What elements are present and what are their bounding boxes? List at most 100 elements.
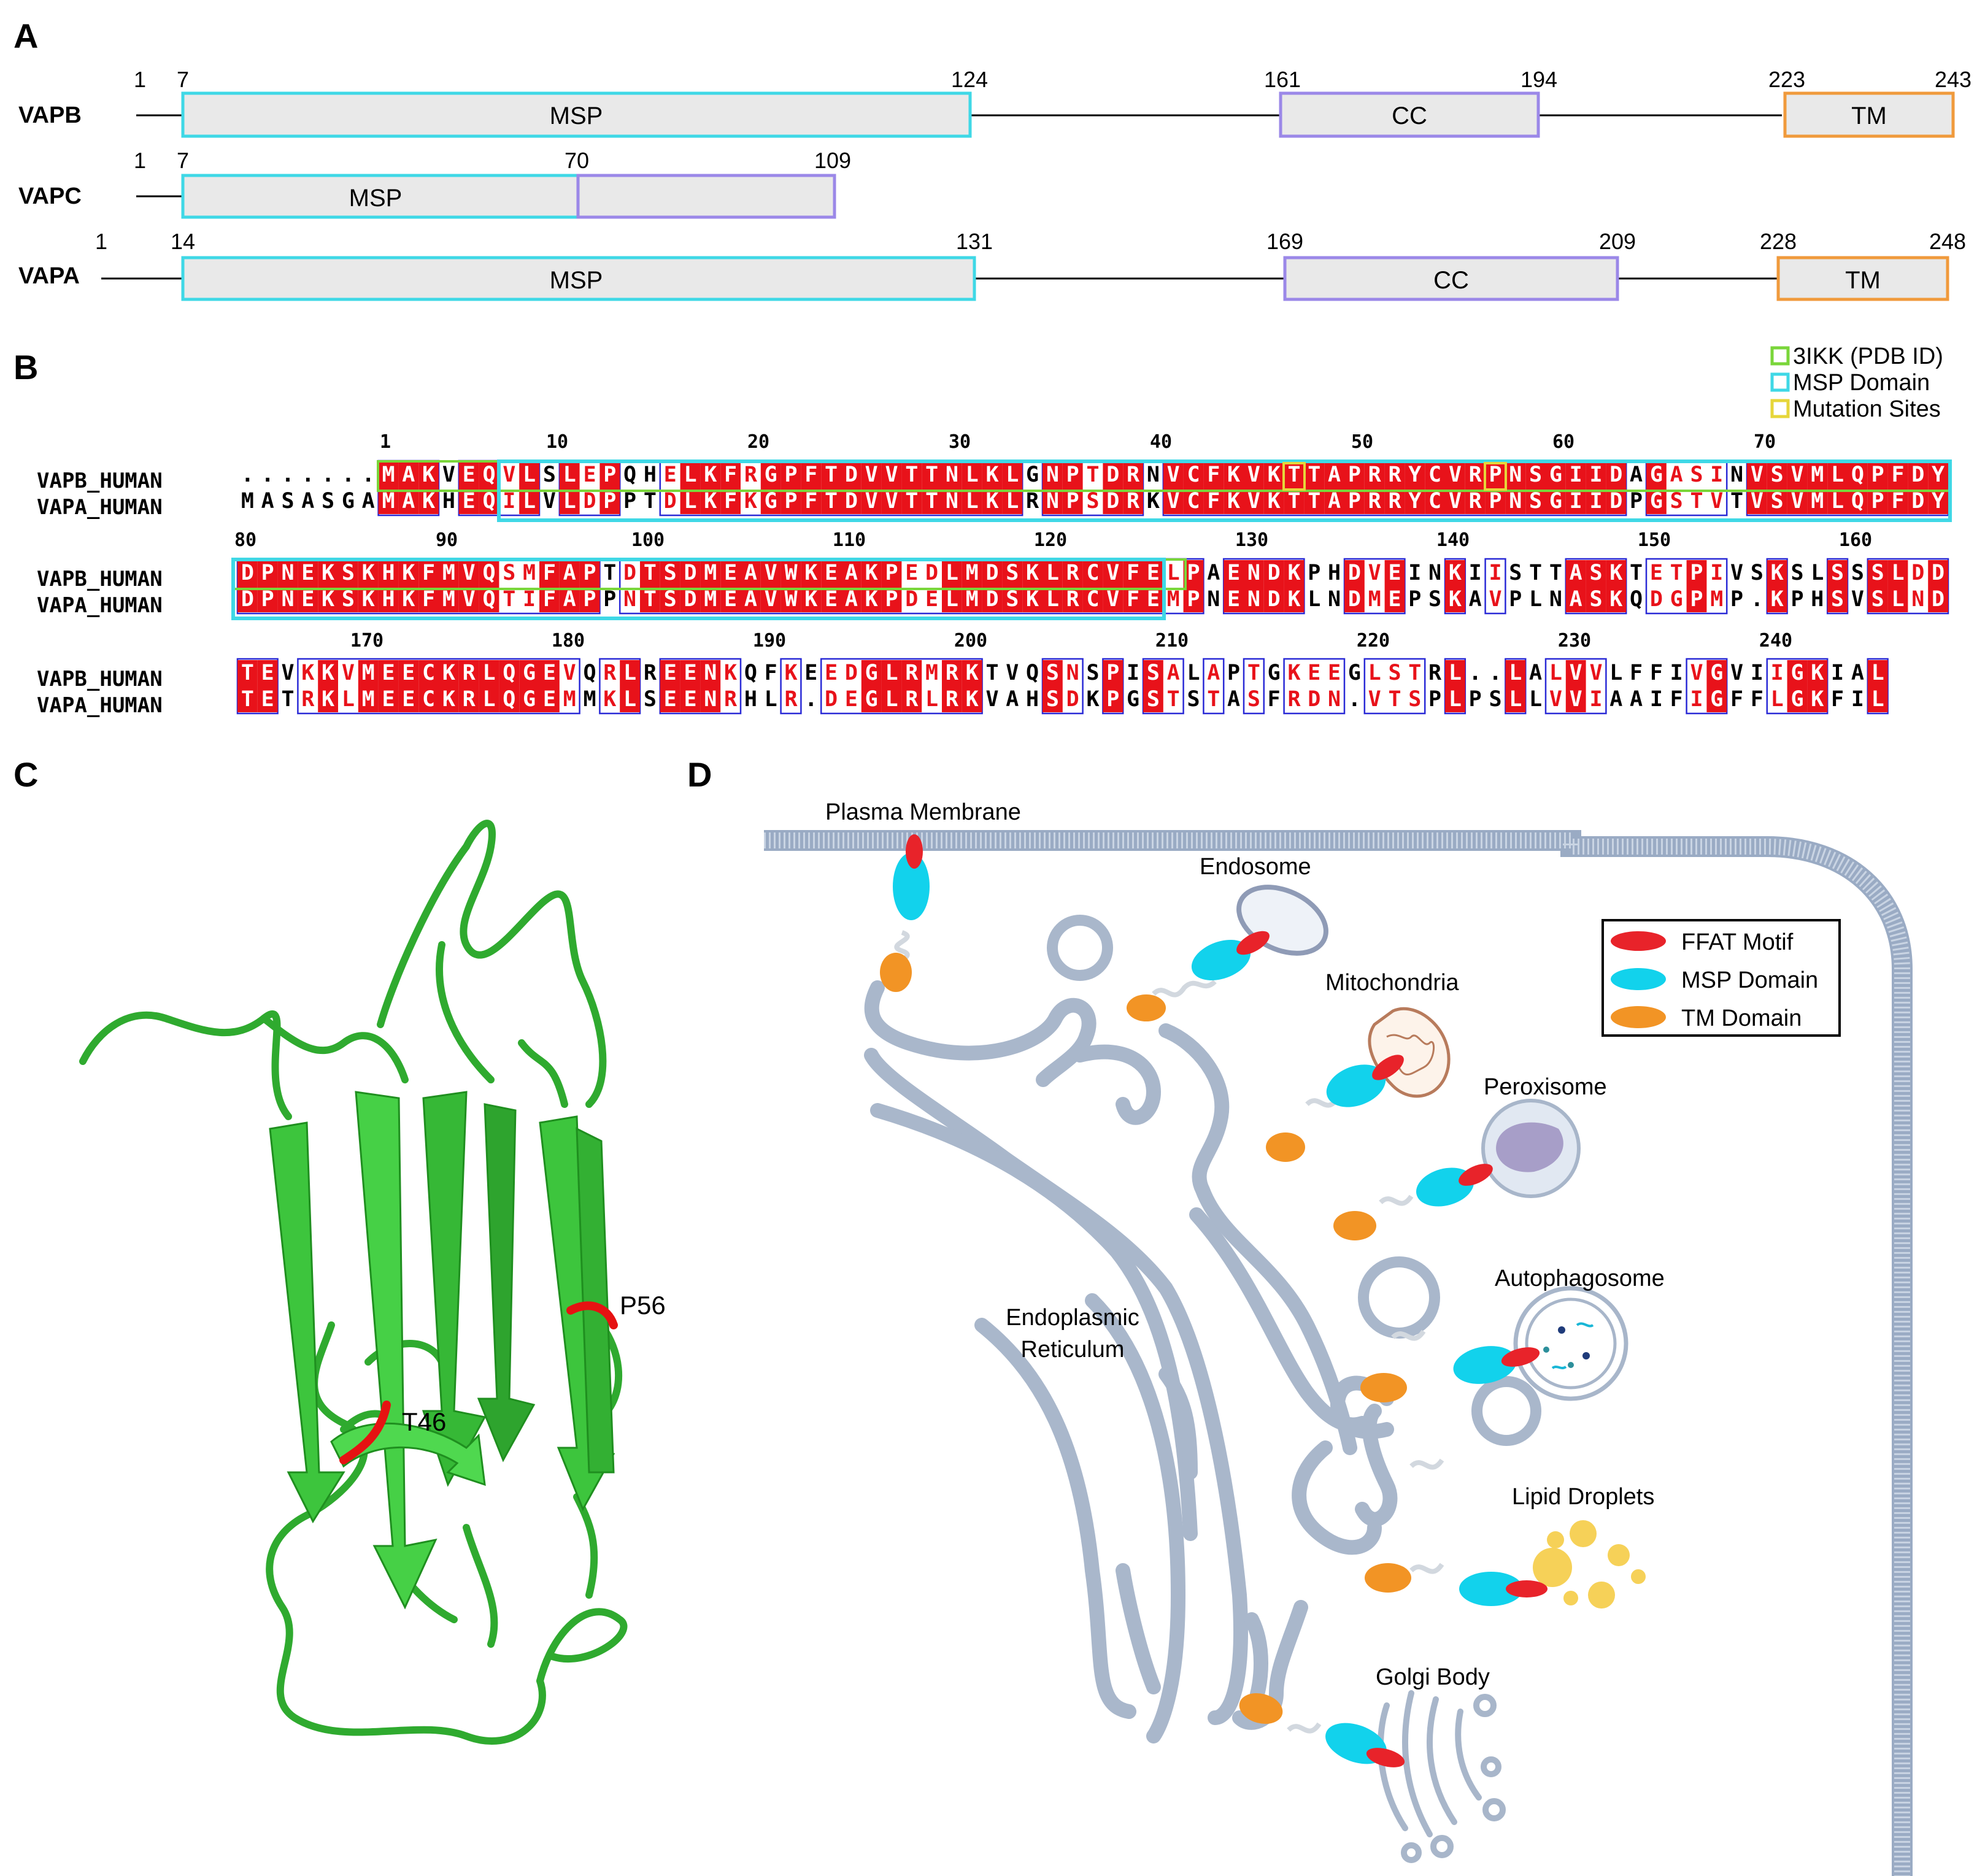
residue: T — [1529, 561, 1542, 585]
residue: S — [1831, 561, 1844, 585]
identity-shade — [1043, 560, 1063, 612]
vapa-tm-domain — [1776, 256, 1949, 301]
residue: A — [1630, 687, 1643, 712]
alignment-residues-1: .M.A.S.A.S.G.AMMAAKKVHEEQQVILLSVLLEDPPQP… — [241, 459, 1949, 517]
residue: S — [1187, 687, 1200, 712]
identity-shade — [398, 560, 419, 612]
residue: T — [1086, 463, 1099, 487]
residue: D — [845, 489, 858, 513]
seq-name-3-vapb: VAPB_HUMAN — [37, 667, 163, 691]
residue: A — [1469, 587, 1482, 612]
residue: R — [1469, 489, 1482, 513]
identity-shade — [982, 462, 1003, 514]
residue: K — [1287, 587, 1300, 612]
vapc-pos-1: 1 — [134, 148, 146, 173]
residue: V — [463, 587, 476, 612]
residue: A — [1328, 463, 1341, 487]
legend-msp: MSP Domain — [1793, 370, 1930, 396]
residue: P — [261, 587, 274, 612]
identity-shade — [479, 560, 499, 612]
residue: G — [765, 489, 777, 513]
residue: T — [905, 463, 918, 487]
residue: A — [1207, 661, 1220, 685]
residue: E — [905, 561, 918, 585]
residue: G — [1710, 661, 1723, 685]
residue: K — [865, 587, 878, 612]
identity-shade — [277, 560, 298, 612]
identity-shade — [257, 660, 278, 712]
residue: I — [1670, 661, 1683, 685]
legend-pdb: 3IKK (PDB ID) — [1793, 344, 1943, 369]
label-endosome: Endosome — [1200, 854, 1311, 880]
residue: L — [523, 489, 536, 513]
identity-shade — [1002, 560, 1023, 612]
residue: V — [1449, 463, 1462, 487]
vapc-pos-109: 109 — [814, 148, 851, 173]
residue: L — [1308, 587, 1320, 612]
residue: K — [1086, 687, 1099, 712]
vapb-cc-label: CC — [1392, 102, 1427, 129]
residue: V — [1247, 463, 1260, 487]
residue: M — [442, 561, 455, 585]
residue: F — [1207, 489, 1220, 513]
residue: C — [422, 687, 435, 712]
residue: Q — [1026, 661, 1039, 685]
residue: T — [1207, 687, 1220, 712]
residue: A — [1006, 687, 1019, 712]
residue: K — [322, 687, 334, 712]
residue: D — [1932, 561, 1945, 585]
residue: L — [1449, 687, 1462, 712]
residue: P — [1790, 587, 1803, 612]
identity-shade — [781, 560, 801, 612]
residue: V — [985, 687, 998, 712]
residue: G — [1268, 661, 1281, 685]
residue: D — [1106, 489, 1119, 513]
vapa-architecture: VAPA MSP CC TM 1 14 131 169 209 228 248 — [18, 229, 1966, 301]
seq-name-3-vapa: VAPA_HUMAN — [37, 693, 163, 718]
residue: P — [603, 587, 616, 612]
residue: E — [1328, 661, 1341, 685]
residue: . — [261, 463, 274, 487]
residue: L — [1871, 661, 1884, 685]
residue: P — [1106, 661, 1119, 685]
vapc-msp-domain — [181, 174, 580, 219]
residue: E — [402, 661, 415, 685]
residue: Q — [482, 587, 495, 612]
residue: A — [1670, 463, 1683, 487]
residue: F — [724, 463, 737, 487]
seq-name-1-vapa: VAPA_HUMAN — [37, 495, 163, 520]
identity-shade — [237, 660, 258, 712]
residue: Q — [583, 661, 596, 685]
residue: E — [804, 661, 817, 685]
vapb-cc-domain — [1279, 91, 1540, 138]
residue: L — [885, 687, 898, 712]
residue: V — [1790, 463, 1803, 487]
residue: K — [422, 489, 435, 513]
residue: Q — [482, 463, 495, 487]
residue: K — [985, 489, 998, 513]
identity-shade — [1887, 560, 1908, 612]
alignment-block-3: 170 180 190 200 210 220 230 240 VAPB_HUM… — [37, 630, 1889, 718]
residue: K — [1609, 561, 1622, 585]
residue: I — [1751, 661, 1763, 685]
residue: F — [804, 489, 817, 513]
residue: E — [1147, 587, 1160, 612]
residue: R — [1127, 489, 1140, 513]
residue: P — [583, 587, 596, 612]
residue: C — [1086, 561, 1099, 585]
residue: . — [1489, 661, 1501, 685]
residue: R — [1368, 463, 1382, 487]
identity-shade — [499, 660, 520, 712]
ruler-1-1: 1 — [380, 431, 391, 453]
residue: N — [1328, 687, 1341, 712]
identity-shade — [1787, 462, 1808, 514]
residue: L — [342, 687, 355, 712]
residue: V — [1167, 463, 1180, 487]
endosome — [1127, 885, 1328, 1021]
residue: P — [1428, 687, 1441, 712]
identity-shade — [1143, 660, 1163, 712]
residue: A — [1207, 561, 1220, 585]
residue: L — [1006, 489, 1019, 513]
residue: D — [1348, 587, 1361, 612]
residue: G — [1650, 489, 1663, 513]
